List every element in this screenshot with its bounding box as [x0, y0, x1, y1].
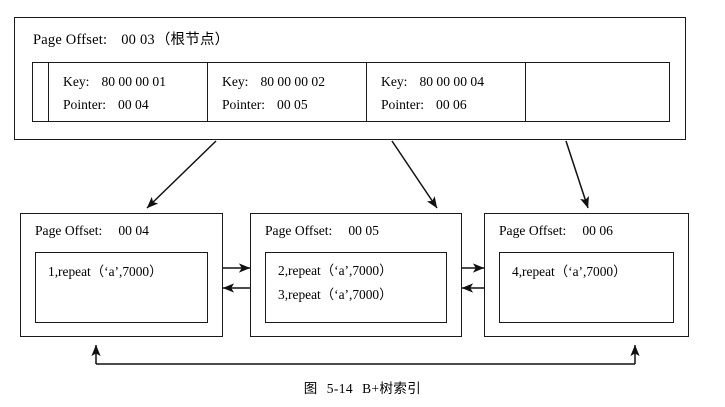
- leaf-3-page-offset-value: 00 06: [582, 223, 613, 238]
- leaf-2-page-offset-header: Page Offset: 00 05: [265, 223, 379, 239]
- pointer-value-2: 00 05: [277, 97, 308, 113]
- leaf-2-page-offset-label: Page Offset:: [265, 223, 333, 238]
- root-key-line-1: Key: 80 00 00 01: [63, 70, 192, 93]
- key-value-1: 80 00 00 01: [101, 74, 167, 89]
- pointer-label-3: Pointer:: [381, 97, 425, 113]
- key-label-1: Key:: [63, 74, 90, 89]
- caption-title: B+树索引: [362, 381, 422, 396]
- root-pointer-line-3: Pointer: 00 06: [381, 93, 510, 116]
- leaf-node-00-05: Page Offset: 00 05 2,repeat（‘a’,7000） 3,r…: [250, 213, 462, 337]
- leaf-1-page-offset-label: Page Offset:: [35, 223, 103, 238]
- caption-number: 5-14: [326, 381, 354, 396]
- caption-prefix: 图: [303, 381, 318, 396]
- leaf-1-data-box: 1,repeat（‘a’,7000）: [35, 252, 208, 323]
- pointer-label-1: Pointer:: [63, 97, 107, 113]
- root-pointer-line-2: Pointer: 00 05: [222, 93, 351, 116]
- pointer-label-2: Pointer:: [222, 97, 266, 113]
- root-pointer-line-1: Pointer: 00 04: [63, 93, 192, 116]
- root-page-offset-value: 00 03: [121, 32, 155, 48]
- leaf-2-row-2: 3,repeat（‘a’,7000）: [278, 286, 393, 302]
- leaf-3-data-box: 4,repeat（‘a’,7000）: [499, 252, 674, 323]
- key-value-2: 80 00 00 02: [260, 74, 326, 89]
- key-value-3: 80 00 00 04: [419, 74, 485, 89]
- leaf-2-page-offset-value: 00 05: [348, 223, 379, 238]
- root-page-offset-label: Page Offset:: [33, 32, 108, 48]
- root-node-note: （根节点）: [155, 32, 230, 48]
- leaf-1-page-offset-header: Page Offset: 00 04: [35, 223, 149, 239]
- leaf-node-00-04: Page Offset: 00 04 1,repeat（‘a’,7000）: [20, 213, 223, 337]
- key-label-3: Key:: [381, 74, 408, 89]
- root-key-cell-empty[interactable]: [526, 63, 669, 121]
- root-key-cell-3[interactable]: Key: 80 00 00 04 Pointer: 00 06: [367, 63, 510, 121]
- pointer-slot-0: [33, 63, 49, 121]
- key-label-2: Key:: [222, 74, 249, 89]
- arrow-root-to-leaf-2: [391, 140, 438, 209]
- leaf-1-row-1: 1,repeat（‘a’,7000）: [48, 264, 163, 279]
- leaf-2-row-1: 2,repeat（‘a’,7000）: [278, 263, 393, 278]
- root-key-cell-1[interactable]: Key: 80 00 00 01 Pointer: 00 04: [49, 63, 192, 121]
- leaf-2-data-box: 2,repeat（‘a’,7000） 3,repeat（‘a’,7000）: [265, 252, 447, 323]
- arrow-root-to-leaf-3: [565, 140, 589, 209]
- figure-caption: 图 5-14 B+树索引: [0, 377, 725, 397]
- leaf-3-page-offset-header: Page Offset: 00 06: [499, 223, 613, 239]
- root-node: Page Offset: 00 03（根节点） Key: 80 00 00 01 P…: [14, 17, 686, 140]
- leaf-1-page-offset-value: 00 04: [118, 223, 149, 238]
- leaf-3-page-offset-label: Page Offset:: [499, 223, 567, 238]
- pointer-slot-3: [510, 63, 526, 121]
- root-key-line-2: Key: 80 00 00 02: [222, 70, 351, 93]
- root-key-cell-2[interactable]: Key: 80 00 00 02 Pointer: 00 05: [208, 63, 351, 121]
- arrow-root-to-leaf-1: [146, 140, 217, 209]
- pointer-slot-2: [351, 63, 367, 121]
- pointer-value-1: 00 04: [118, 97, 149, 113]
- root-key-line-3: Key: 80 00 00 04: [381, 70, 510, 93]
- root-page-offset-header: Page Offset: 00 03（根节点）: [33, 28, 229, 49]
- leaf-3-row-1: 4,repeat（‘a’,7000）: [512, 264, 627, 279]
- pointer-value-3: 00 06: [436, 97, 467, 113]
- pointer-slot-1: [192, 63, 208, 121]
- leaf-node-00-06: Page Offset: 00 06 4,repeat（‘a’,7000）: [484, 213, 689, 337]
- root-key-row: Key: 80 00 00 01 Pointer: 00 04 Key: 80 00 …: [32, 62, 670, 122]
